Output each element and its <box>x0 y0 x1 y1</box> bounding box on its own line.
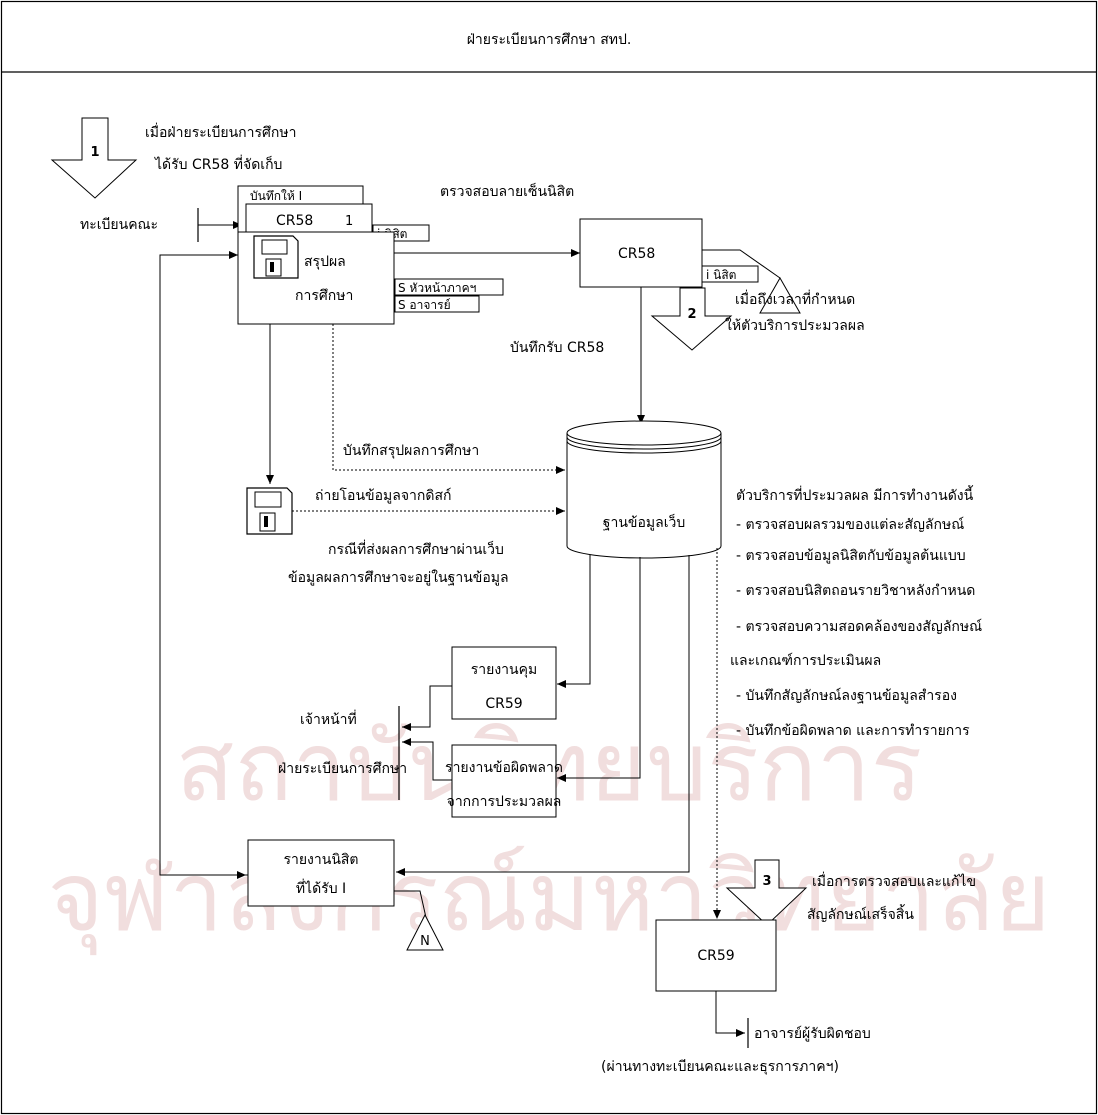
flow-record-receive-label: บันทึกรับ CR58 <box>510 340 604 356</box>
flow-report-control-to-officer <box>402 685 452 731</box>
trigger-1-number: 1 <box>90 145 99 160</box>
flow-database-to-report-error <box>557 557 641 782</box>
process-notes-title: ตัวบริการที่ประมวลผล มีการทำงานดังนี้ <box>736 485 974 504</box>
doc-dept-head-tag-box <box>394 278 504 296</box>
flow-web-case-label-2: ข้อมูลผลการศึกษาจะอยู่ในฐานข้อมูล <box>288 569 509 586</box>
doc-cr58-label: CR58 <box>276 213 313 229</box>
entity-advisor-note: (ผ่านทางทะเบียนคณะและธุรการภาคฯ) <box>601 1059 839 1075</box>
web-database: ฐานข้อมูลเว็บ <box>566 420 722 559</box>
report-error-line-1: รายงานข้อผิดพลาด <box>445 760 563 776</box>
trigger-3-arrow: 3 <box>725 859 808 926</box>
flow-database-to-report-control <box>557 555 591 688</box>
page-title: ฝ่ายระเบียนการศึกษา สทป. <box>467 32 632 48</box>
trigger-2-number: 2 <box>687 307 696 322</box>
flow-record-summary-label: บันทึกสรุปผลการศึกษา <box>343 443 479 459</box>
database-label: ฐานข้อมูลเว็บ <box>603 513 685 531</box>
process-note-2: - ตรวจสอบข้อมูลนิสิตกับข้อมูลต้นแบบ <box>736 548 966 564</box>
report-students-line-2: ที่ได้รับ I <box>296 879 346 897</box>
entity-registry-label: ทะเบียนคณะ <box>80 217 158 233</box>
process-note-1: - ตรวจสอบผลรวมของแต่ละสัญลักษณ์ <box>736 516 964 533</box>
trigger-1-line-2: ได้รับ CR58 ที่จัดเก็บ <box>154 155 282 173</box>
file-storage-triangle <box>759 276 801 314</box>
trigger-3-line-1: เมื่อการตรวจสอบและแก้ไข <box>812 872 976 890</box>
process-note-5: และเกณฑ์การประเมินผล <box>730 652 881 669</box>
trigger-1-line-1: เมื่อฝ่ายระเบียนการศึกษา <box>145 123 296 141</box>
terminator-n <box>406 913 444 951</box>
doc-summary-line-2: การศึกษา <box>295 288 353 304</box>
flow-database-to-report-students <box>396 555 690 876</box>
process-note-3: - ตรวจสอบนิสิตถอนรายวิชาหลังกำหนด <box>736 583 975 599</box>
trigger-3-number: 3 <box>762 874 771 889</box>
terminator-n-label: N <box>420 934 430 949</box>
process-note-7: - บันทึกข้อผิดพลาด และการทำรายการ <box>736 723 970 739</box>
doc-summary-line-1: สรุปผล <box>304 254 346 270</box>
trigger-1-arrow: 1 <box>50 117 138 199</box>
flow-report-to-terminator <box>394 890 428 923</box>
trigger-2-line-1: เมื่อถึงเวลาที่กำหนด <box>735 290 855 308</box>
flow-report-error-to-officer <box>402 738 452 781</box>
report-error-line-2: จากการประมวลผล <box>447 794 562 810</box>
doc-cr59-label: CR59 <box>697 948 734 964</box>
entity-officer-line-2: ฝ่ายระเบียนการศึกษา <box>278 761 407 777</box>
flow-summary-to-database <box>332 324 565 474</box>
doc-cr58-main-tag-box <box>701 265 759 283</box>
watermark-line-2: จุฬาลงกรณ์มหาวิทยาลัย <box>47 841 1050 956</box>
entity-advisor-label: อาจารย์ผู้รับผิดชอบ <box>754 1025 871 1042</box>
flow-verify-signature-label: ตรวจสอบลายเซ็นนิสิต <box>440 182 574 200</box>
trigger-2-arrow: 2 <box>650 287 733 351</box>
floppy-disk-icon <box>246 487 293 535</box>
doc-cr58-main <box>579 218 703 288</box>
process-note-6: - บันทึกสัญลักษณ์ลงฐานข้อมูลสำรอง <box>736 687 957 704</box>
document-stack: บันทึกให้ I CR58 1 i นิสิต สรุปผล การศึก… <box>237 185 504 325</box>
flow-cr59-to-advisor <box>715 991 745 1037</box>
report-students <box>247 839 395 907</box>
flow-transfer-disk-label: ถ่ายโอนข้อมูลจากดิสก์ <box>315 487 451 504</box>
doc-cr58-copy-number: 1 <box>345 214 353 229</box>
report-control-line-1: รายงานคุม <box>471 662 537 678</box>
doc-record-tag: บันทึกให้ I <box>250 189 302 203</box>
floppy-disk-icon <box>253 235 299 279</box>
process-note-4: - ตรวจสอบความสอดคล้องของสัญลักษณ์ <box>736 618 982 635</box>
doc-cr59 <box>655 919 777 992</box>
trigger-3-line-2: สัญลักษณ์เสร็จสิ้น <box>807 904 914 923</box>
flow-web-case-label: กรณีที่ส่งผลการศึกษาผ่านเว็บ <box>328 540 504 558</box>
doc-dept-head-tag: S หัวหน้าภาคฯ <box>398 281 476 295</box>
doc-cr58-main-label: CR58 <box>618 246 655 262</box>
trigger-2-line-2: ให้ตัวบริการประมวลผล <box>725 317 865 334</box>
doc-cr58-main-tag: i นิสิต <box>706 268 736 282</box>
report-students-line-1: รายงานนิสิต <box>283 852 358 868</box>
report-control-line-2: CR59 <box>485 696 522 712</box>
report-control <box>451 646 557 720</box>
flow-cr58-to-file <box>702 249 781 279</box>
entity-officer-line-1: เจ้าหน้าที่ <box>300 710 357 728</box>
doc-teacher-tag-box <box>394 295 480 313</box>
report-error <box>451 744 557 818</box>
doc-teacher-tag: S อาจารย์ <box>398 298 451 312</box>
